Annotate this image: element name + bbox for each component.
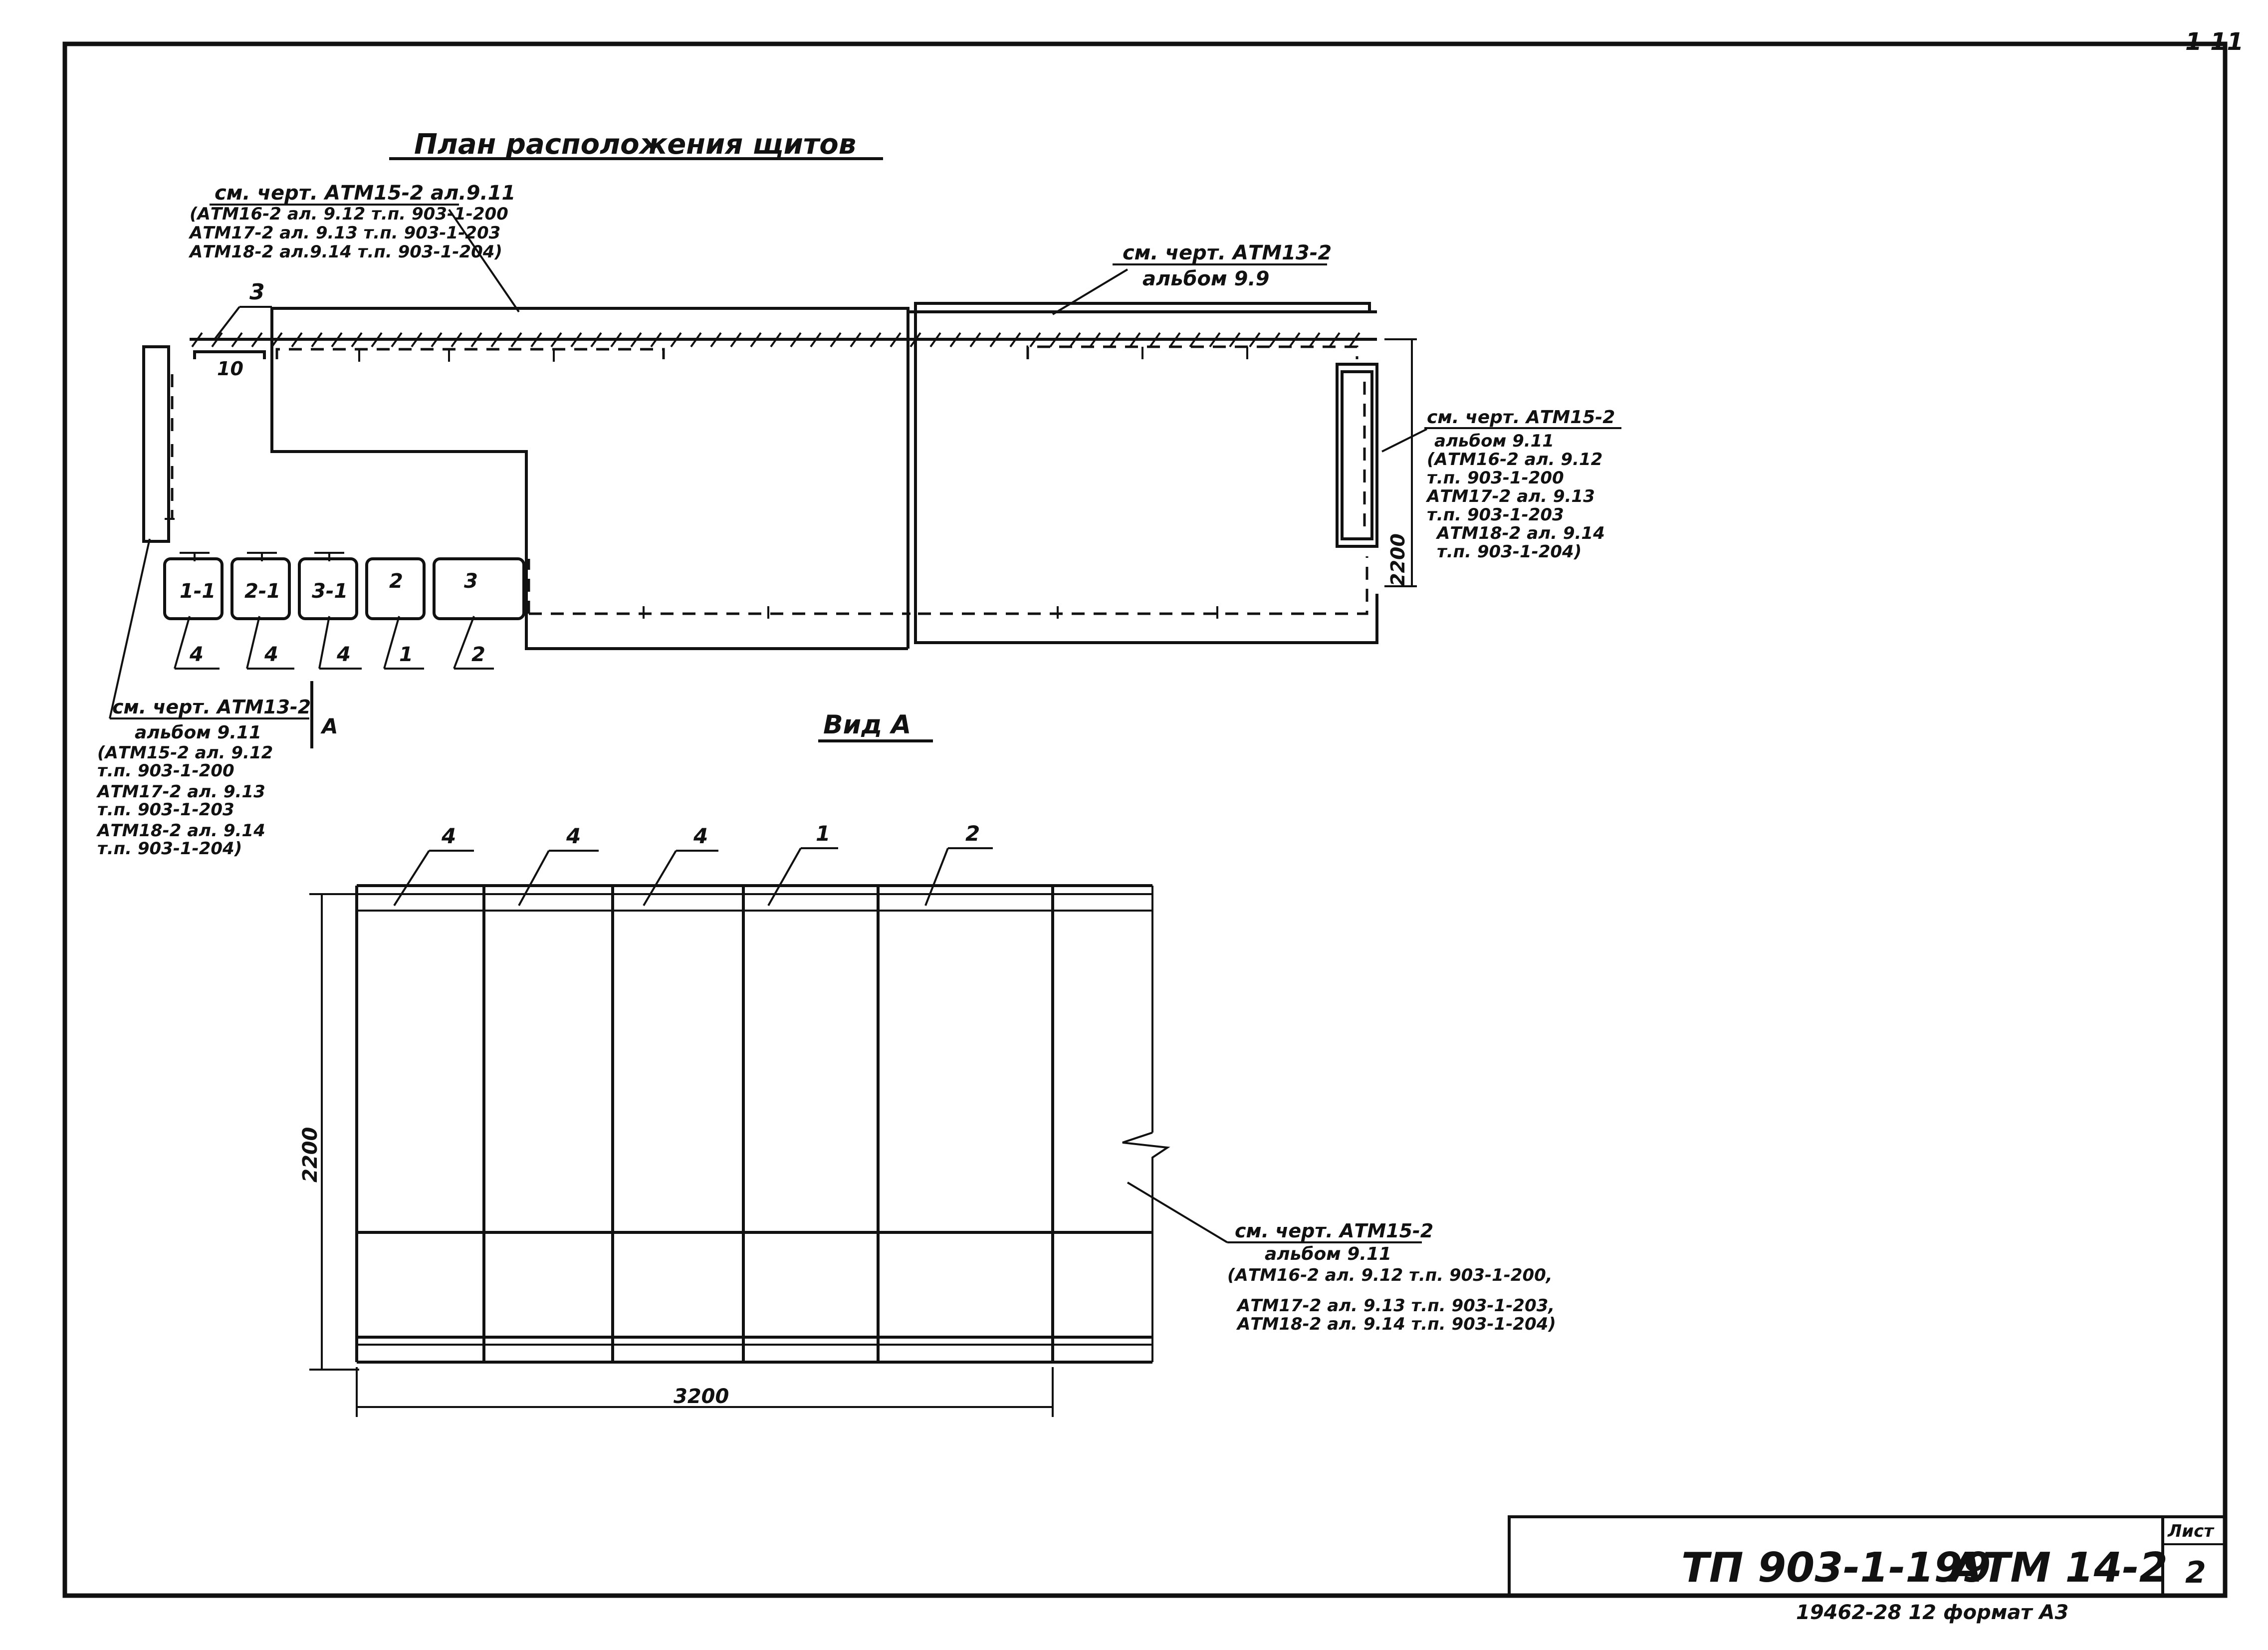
plan-panels: 1-1 2-1 3-1 2 3 bbox=[163, 552, 525, 620]
panel-2-1 bbox=[230, 557, 291, 620]
svg-text:см. черт. АТМ15-2: см. черт. АТМ15-2 bbox=[1235, 1220, 1433, 1242]
svg-text:АТМ17-2 ал. 9.13: АТМ17-2 ал. 9.13 bbox=[96, 782, 265, 802]
svg-text:см. черт. АТМ13-2: см. черт. АТМ13-2 bbox=[1123, 241, 1332, 264]
svg-text:4: 4 bbox=[693, 824, 708, 848]
view-a-dim-width: 3200 bbox=[674, 1385, 729, 1408]
svg-text:АТМ18-2 ал.9.14 т.п. 903-1-204: АТМ18-2 ал.9.14 т.п. 903-1-204) bbox=[188, 242, 502, 262]
svg-text:см. черт. АТМ13-2: см. черт. АТМ13-2 bbox=[112, 696, 311, 718]
svg-text:3: 3 bbox=[464, 570, 478, 593]
svg-text:т.п. 903-1-204): т.п. 903-1-204) bbox=[1437, 542, 1582, 562]
wall-hatching bbox=[191, 332, 1361, 348]
plan-callout-left: см. черт. АТМ13-2 альбом 9.11 (АТМ15-2 а… bbox=[96, 538, 311, 859]
svg-text:4: 4 bbox=[566, 824, 581, 848]
plan-dim-2200: 2200 bbox=[1387, 533, 1409, 586]
svg-text:т.п. 903-1-200: т.п. 903-1-200 bbox=[1427, 468, 1564, 488]
view-a-title: Вид А bbox=[823, 710, 911, 740]
sheet-corner-number: 1 11 bbox=[2185, 28, 2244, 56]
plan-section: План расположения щитов см. черт. АТМ15-… bbox=[96, 128, 1621, 859]
svg-text:АТМ17-2 ал. 9.13: АТМ17-2 ал. 9.13 bbox=[1425, 486, 1595, 506]
sheet-frame bbox=[62, 41, 2228, 1598]
svg-text:альбом 9.9: альбом 9.9 bbox=[1142, 267, 1269, 290]
svg-text:4: 4 bbox=[441, 824, 456, 848]
svg-text:1: 1 bbox=[399, 643, 413, 666]
svg-text:т.п. 903-1-203: т.п. 903-1-203 bbox=[1427, 505, 1564, 525]
plan-callout-right: см. черт. АТМ15-2 альбом 9.11 (АТМ16-2 а… bbox=[1381, 407, 1621, 562]
svg-text:(АТМ15-2 ал. 9.12: (АТМ15-2 ал. 9.12 bbox=[97, 743, 273, 763]
svg-text:2: 2 bbox=[389, 570, 403, 593]
view-a-dim-height: 2200 bbox=[299, 1127, 322, 1182]
bottom-note: 19462-28 12 формат А3 bbox=[1796, 1601, 2068, 1624]
svg-text:2-1: 2-1 bbox=[244, 580, 280, 603]
svg-text:см. черт. АТМ15-2: см. черт. АТМ15-2 bbox=[1427, 407, 1615, 428]
svg-text:(АТМ16-2 ал. 9.12 т.п. 903-1-2: (АТМ16-2 ал. 9.12 т.п. 903-1-200, bbox=[1227, 1265, 1553, 1285]
svg-text:т.п. 903-1-204): т.п. 903-1-204) bbox=[97, 839, 242, 859]
plan-view-marker: А bbox=[320, 714, 338, 738]
view-a-callout: см. черт. АТМ15-2 альбом 9.11 (АТМ16-2 а… bbox=[1127, 1181, 1556, 1334]
svg-text:1-1: 1-1 bbox=[180, 580, 216, 603]
svg-text:АТМ18-2 ал. 9.14: АТМ18-2 ал. 9.14 bbox=[1435, 523, 1605, 543]
svg-text:альбом 9.11: альбом 9.11 bbox=[135, 722, 261, 743]
svg-text:т.п. 903-1-203: т.п. 903-1-203 bbox=[97, 800, 234, 820]
svg-text:см. черт. АТМ15-2 ал.9.11: см. черт. АТМ15-2 ал.9.11 bbox=[215, 182, 515, 205]
svg-text:2: 2 bbox=[965, 821, 980, 846]
view-a-section: Вид А 4 4 4 1 2 bbox=[299, 710, 1556, 1417]
svg-text:АТМ18-2 ал. 9.14: АТМ18-2 ал. 9.14 bbox=[96, 821, 265, 841]
svg-text:альбом 9.11: альбом 9.11 bbox=[1265, 1244, 1391, 1264]
plan-callout-top-right: см. черт. АТМ13-2 альбом 9.9 bbox=[1052, 241, 1332, 315]
view-a-position-labels: 4 4 4 1 2 bbox=[393, 821, 993, 907]
svg-text:(АТМ16-2 ал. 9.12: (АТМ16-2 ал. 9.12 bbox=[1427, 450, 1602, 470]
panel-1-1 bbox=[163, 557, 224, 620]
view-a-elevation bbox=[355, 884, 1170, 1364]
panel-2 bbox=[365, 557, 426, 620]
svg-text:4: 4 bbox=[189, 643, 204, 666]
svg-text:(АТМ16-2 ал. 9.12 т.п. 903-1-2: (АТМ16-2 ал. 9.12 т.п. 903-1-200 bbox=[190, 204, 508, 224]
title-block: ТП 903-1-199 АТМ 14-2 Лист 2 19462-28 12… bbox=[1508, 1515, 2227, 1624]
sheet-label: Лист bbox=[2167, 1521, 2215, 1541]
plan-label-3: 3 bbox=[249, 279, 265, 305]
svg-text:альбом 9.11: альбом 9.11 bbox=[1434, 431, 1554, 451]
doc-code: ТП 903-1-199 bbox=[1681, 1544, 1991, 1592]
svg-text:2: 2 bbox=[471, 643, 485, 666]
svg-text:4: 4 bbox=[336, 643, 351, 666]
svg-text:АТМ17-2 ал. 9.13 т.п. 903-1-20: АТМ17-2 ал. 9.13 т.п. 903-1-203 bbox=[188, 223, 500, 243]
plan-title: План расположения щитов bbox=[414, 128, 856, 161]
plan-callout-top-left: см. черт. АТМ15-2 ал.9.11 (АТМ16-2 ал. 9… bbox=[188, 182, 520, 313]
plan-position-labels: 4 4 4 1 2 bbox=[174, 616, 494, 670]
svg-text:АТМ18-2 ал. 9.14 т.п. 903-1-20: АТМ18-2 ал. 9.14 т.п. 903-1-204) bbox=[1236, 1314, 1556, 1334]
svg-text:4: 4 bbox=[264, 643, 278, 666]
svg-text:АТМ17-2 ал. 9.13 т.п. 903-1-20: АТМ17-2 ал. 9.13 т.п. 903-1-203, bbox=[1236, 1296, 1555, 1316]
svg-text:1: 1 bbox=[816, 821, 830, 846]
drawing-code: АТМ 14-2 bbox=[1948, 1544, 2168, 1592]
sheet-number: 2 bbox=[2185, 1555, 2206, 1590]
panel-3 bbox=[433, 557, 525, 620]
svg-text:3-1: 3-1 bbox=[312, 580, 348, 603]
svg-text:т.п. 903-1-200: т.п. 903-1-200 bbox=[97, 761, 234, 781]
plan-label-10: 10 bbox=[217, 358, 243, 380]
